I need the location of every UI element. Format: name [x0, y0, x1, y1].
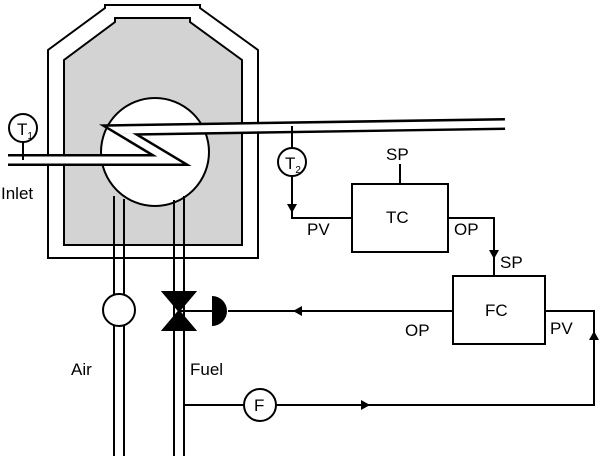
tc-sp-label: SP: [386, 145, 409, 164]
t2-down-arrow: [287, 204, 297, 213]
t1-subscript: 1: [27, 131, 33, 142]
t1-label: T: [17, 120, 27, 139]
tc-label: TC: [386, 208, 409, 227]
fc-sp-label: SP: [500, 253, 523, 272]
process-tube-inner: [6, 120, 508, 164]
svg-text:T2: T2: [285, 154, 301, 176]
air-damper-icon[interactable]: [102, 293, 136, 327]
f-label: F: [254, 396, 264, 415]
t2-subscript: 2: [295, 165, 301, 176]
tc-op-arrow: [489, 250, 499, 259]
valve-actuator-icon: [212, 296, 227, 326]
fc-controller-block[interactable]: [452, 275, 546, 345]
t2-label: T: [285, 154, 295, 173]
tc-op-label: OP: [454, 220, 479, 239]
f-signal-arrow: [361, 400, 370, 410]
f-to-fc-pv-signal: [276, 310, 595, 406]
fc-op-arrow: [293, 306, 302, 316]
fc-op-label: OP: [405, 321, 430, 340]
fc-pv-up-arrow: [589, 331, 599, 340]
inlet-label: Inlet: [1, 184, 33, 203]
tc-pv-label: PV: [307, 220, 330, 239]
svg-text:T1: T1: [17, 120, 33, 142]
fuel-label: Fuel: [190, 360, 223, 379]
fc-label: FC: [485, 301, 508, 320]
tc-controller-block[interactable]: [351, 183, 449, 253]
air-label: Air: [71, 360, 92, 379]
fc-pv-label: PV: [550, 319, 573, 338]
t2-to-tc-signal: [291, 176, 352, 219]
